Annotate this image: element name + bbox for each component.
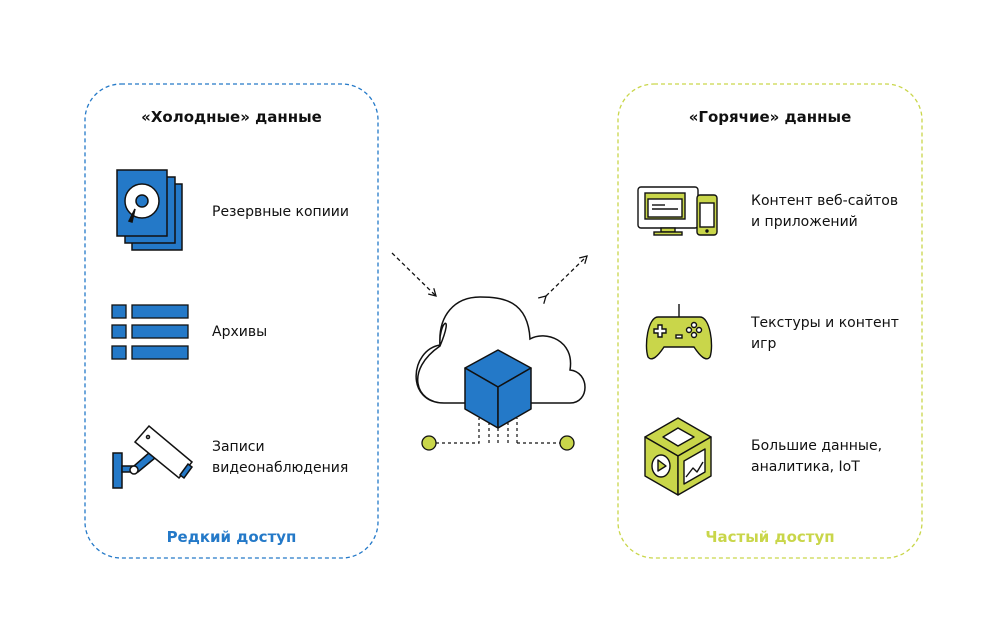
hot-item-label: Большие данные, аналитика, IoT bbox=[751, 438, 883, 475]
media-cube-icon bbox=[644, 417, 712, 496]
cloud-icon bbox=[415, 296, 586, 404]
network-connectors bbox=[436, 418, 560, 444]
hot-item-label: Контент веб-сайтов и приложений bbox=[751, 193, 899, 230]
cold-item-label: Резервные копиии bbox=[212, 204, 349, 220]
security-camera-icon bbox=[112, 424, 194, 489]
hard-drive-stack-icon bbox=[116, 169, 183, 251]
archive-list-icon bbox=[111, 304, 189, 360]
incoming-arrow bbox=[391, 252, 437, 297]
cold-item-label: Архивы bbox=[212, 324, 268, 340]
bidirectional-arrow bbox=[538, 255, 588, 304]
cold-item-label: Записи видеонаблюдения bbox=[212, 439, 349, 476]
cold-data-title: «Холодные» данные bbox=[141, 108, 322, 126]
node-dot-left bbox=[421, 435, 437, 451]
hot-panel-border bbox=[617, 83, 923, 559]
cold-panel-border bbox=[84, 83, 379, 559]
monitor-phone-icon bbox=[637, 186, 718, 236]
hot-data-title: «Горячие» данные bbox=[688, 108, 852, 126]
node-dot-right bbox=[559, 435, 575, 451]
gamepad-icon bbox=[645, 304, 713, 360]
storage-cube-icon bbox=[464, 349, 532, 429]
hot-item-label: Текстуры и контент игр bbox=[751, 315, 899, 352]
hot-access-label: Частый доступ bbox=[705, 528, 835, 546]
cold-access-label: Редкий доступ bbox=[166, 528, 297, 546]
